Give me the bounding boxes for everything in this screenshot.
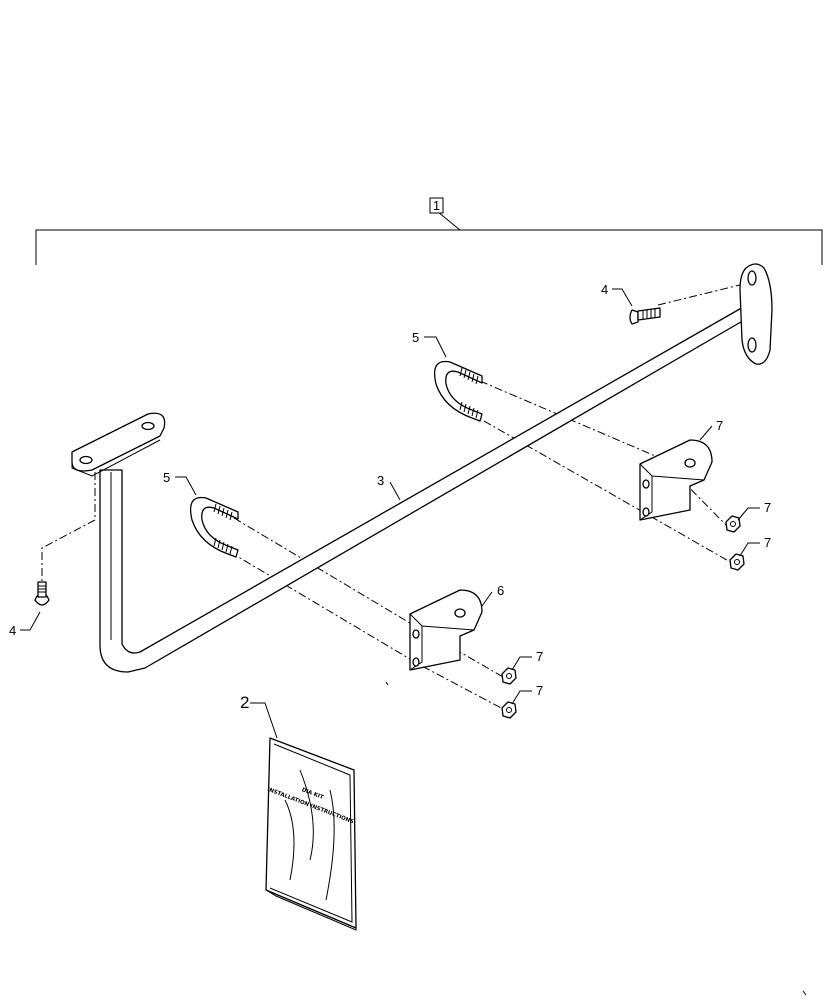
corner-mark bbox=[802, 990, 807, 996]
stray-mark bbox=[385, 681, 389, 686]
u-bolt-left bbox=[189, 496, 239, 558]
hex-nut-right-lower bbox=[729, 553, 745, 571]
callout-7-nut-right-lower[interactable]: 7 bbox=[764, 535, 771, 550]
hex-nut-left-upper bbox=[501, 667, 517, 685]
callout-4-left[interactable]: 4 bbox=[9, 623, 16, 638]
mount-bracket-right bbox=[639, 439, 713, 521]
callout-7-nut-right-upper[interactable]: 7 bbox=[764, 500, 771, 515]
callout-3[interactable]: 3 bbox=[377, 473, 384, 488]
callout-7-nut-left-lower[interactable]: 7 bbox=[536, 683, 543, 698]
instruction-booklet: DIA KIT INSTALLATION INSTRUCTIONS bbox=[265, 737, 357, 931]
callout-4-right[interactable]: 4 bbox=[601, 282, 608, 297]
tube-bar bbox=[71, 263, 773, 673]
callout-5-left[interactable]: 5 bbox=[163, 470, 170, 485]
callout-5-right[interactable]: 5 bbox=[412, 330, 419, 345]
mount-bracket-left bbox=[409, 589, 483, 671]
callout-6[interactable]: 6 bbox=[497, 583, 504, 598]
leader-lines bbox=[20, 288, 760, 739]
flat-head-bolt-right bbox=[629, 307, 661, 325]
u-bolt-right bbox=[433, 360, 483, 422]
callout-7-nut-left-upper[interactable]: 7 bbox=[536, 649, 543, 664]
callout-7-bracket[interactable]: 7 bbox=[716, 418, 723, 433]
kit-bracket bbox=[35, 211, 823, 265]
hex-nut-left-lower bbox=[501, 701, 517, 719]
callout-1[interactable]: 1 bbox=[429, 197, 444, 214]
callout-2[interactable]: 2 bbox=[240, 693, 249, 712]
svg-text:1: 1 bbox=[433, 198, 440, 213]
flat-head-bolt-left bbox=[34, 581, 50, 606]
hex-nut-right-upper bbox=[725, 515, 741, 533]
